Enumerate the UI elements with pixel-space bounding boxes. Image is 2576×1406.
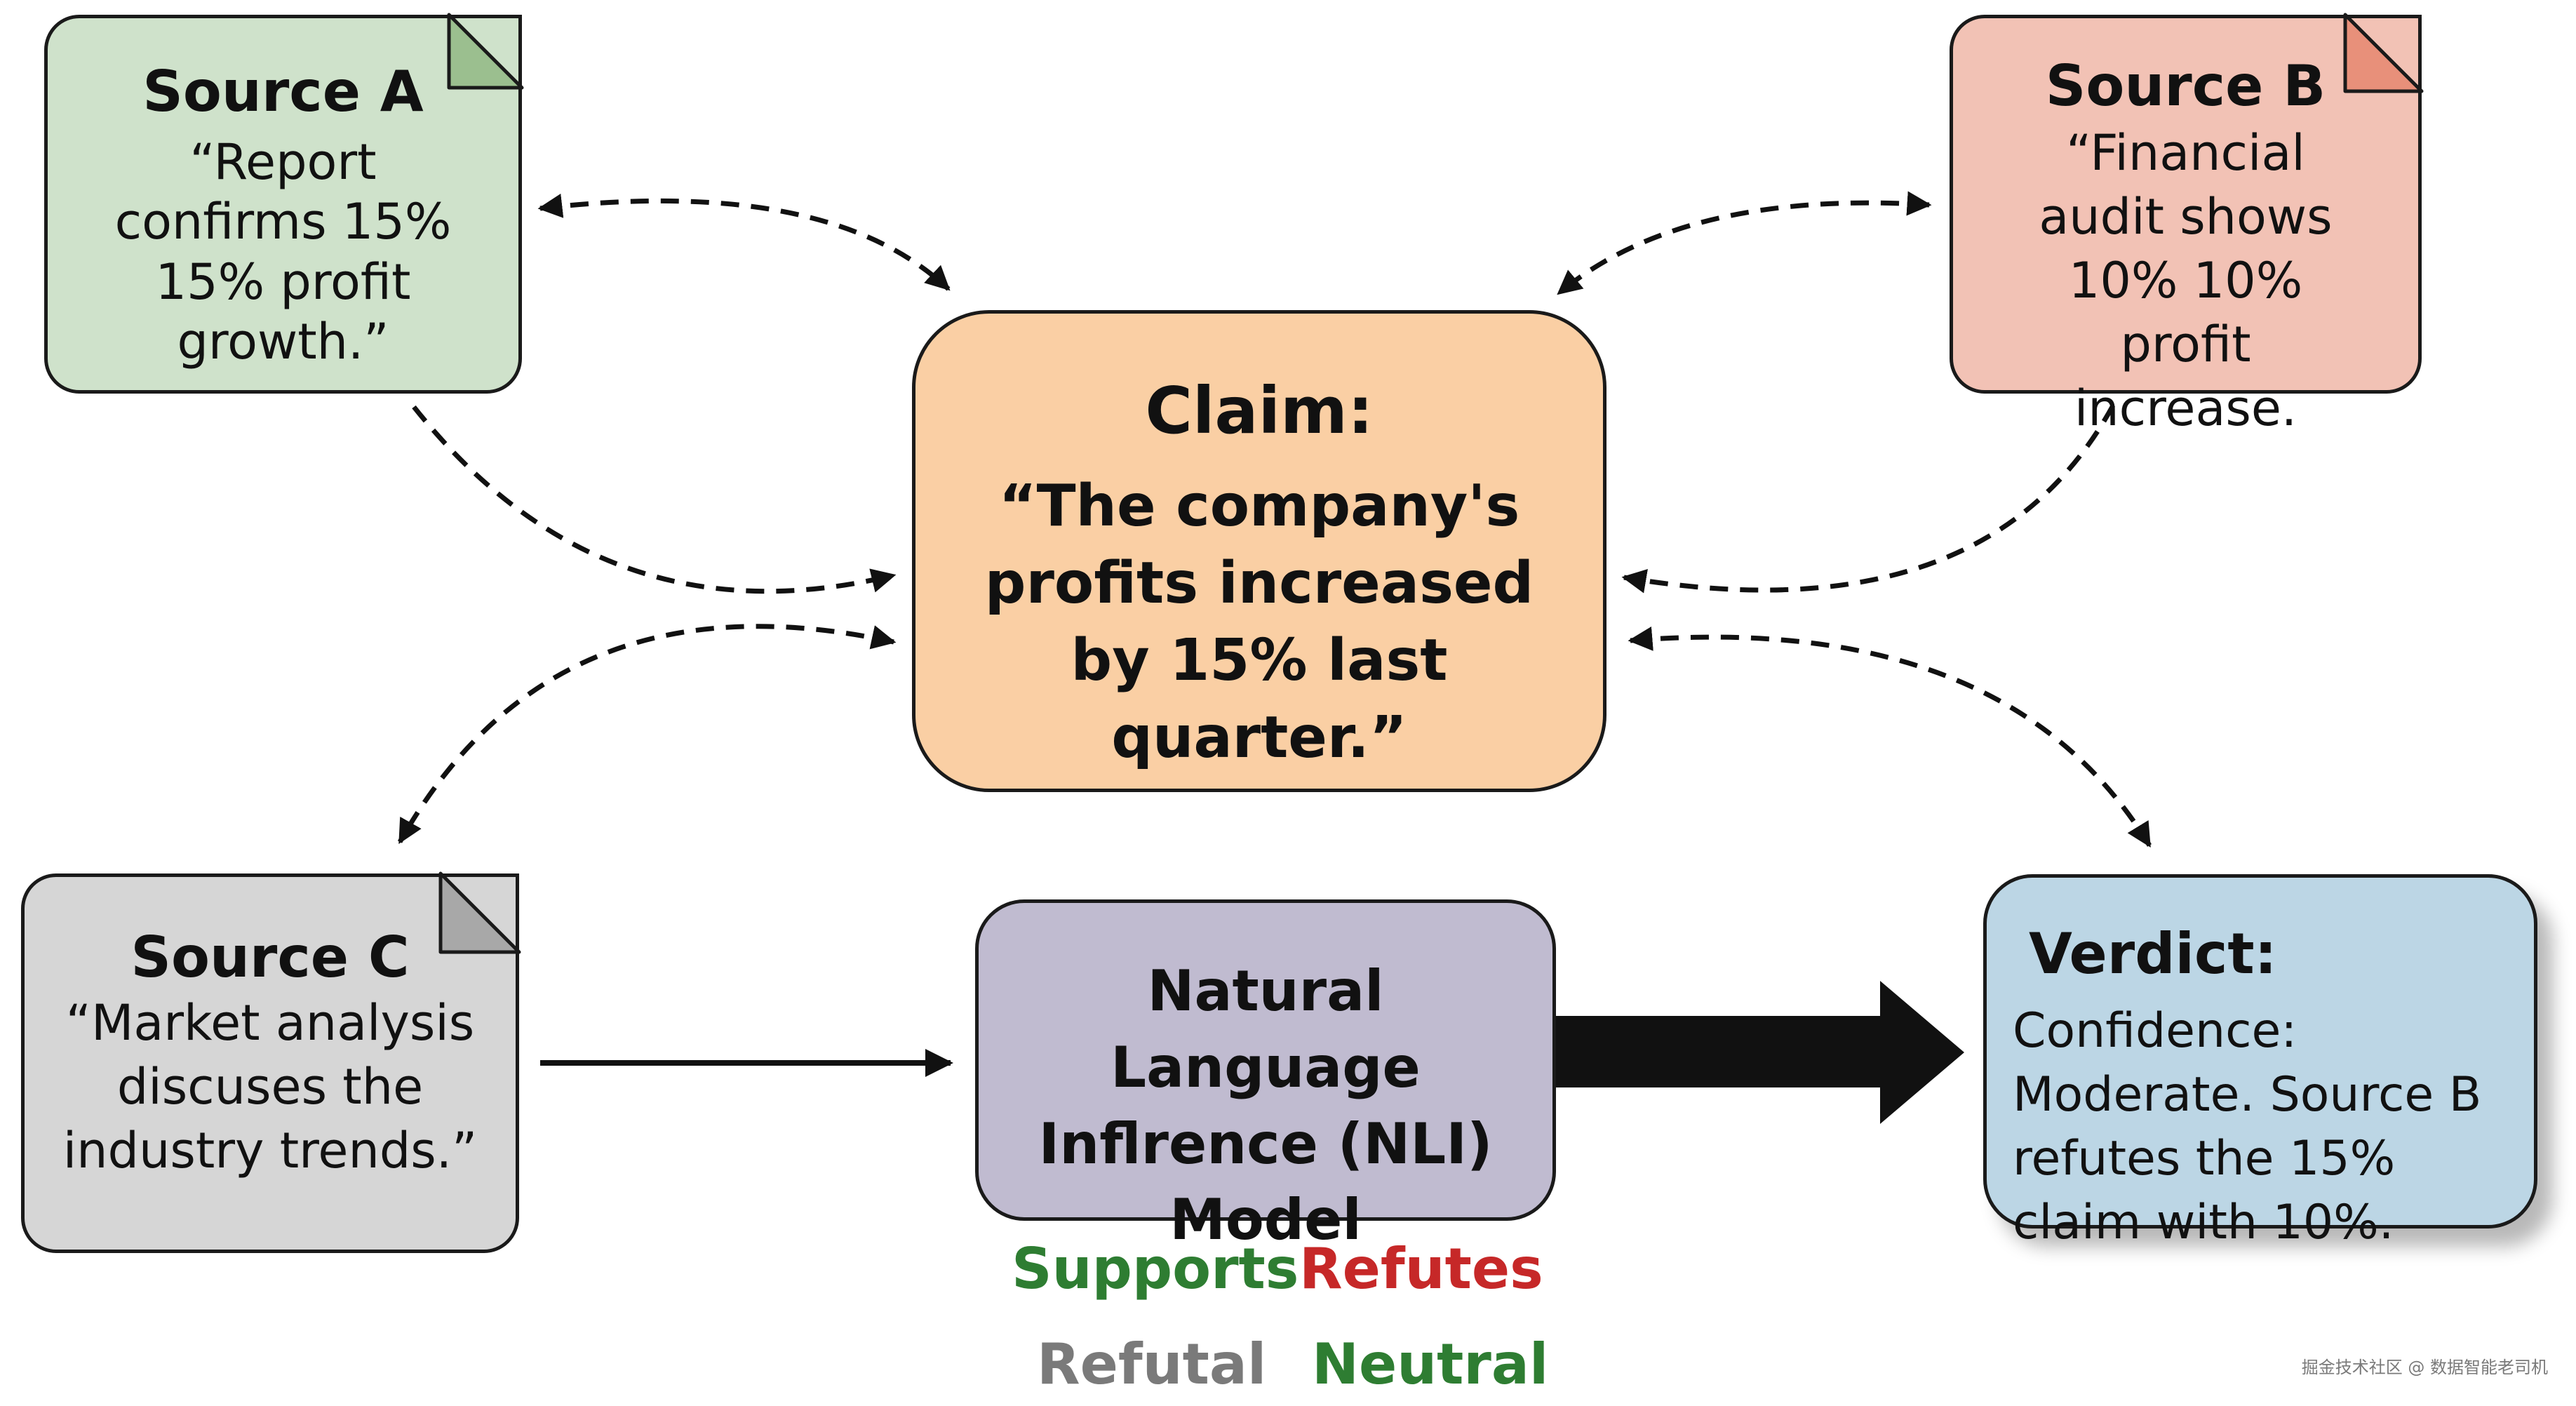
source-c-card: Source C “Market analysis discuses the i… xyxy=(21,873,519,1253)
neutral-label: Neutral xyxy=(1312,1332,1549,1397)
arrow-nli-to-verdict xyxy=(1552,981,1964,1124)
connector-source-b-claim-top xyxy=(1557,191,1932,295)
connector-claim-source-c xyxy=(397,624,897,845)
refutal-label: Refutal xyxy=(1037,1332,1267,1397)
source-b-title: Source B xyxy=(2045,53,2326,119)
source-b-fold xyxy=(2343,13,2424,93)
verdict-text: Confidence: Moderate. Source B refutes t… xyxy=(2013,1003,2482,1251)
source-b-card: Source B “Financial audit shows 10% 10% … xyxy=(1950,15,2422,437)
claim-quote: “The company's profits increased by 15% … xyxy=(984,473,1534,771)
connector-source-b-claim-side xyxy=(1621,404,2116,594)
source-a-fold xyxy=(447,13,524,90)
claim-box: Claim: “The company's profits increased … xyxy=(912,310,1606,792)
source-a-quote: “Report confirms 15% 15% profit growth.” xyxy=(114,133,452,371)
connector-claim-verdict xyxy=(1628,627,2152,848)
refutes-label: Refutes xyxy=(1299,1236,1543,1301)
verdict-title: Verdict: xyxy=(2029,921,2277,986)
source-a-card: Source A “Report confirms 15% 15% profit… xyxy=(44,15,522,394)
verdict-box: Verdict: Confidence: Moderate. Source B … xyxy=(1983,874,2537,1250)
nli-model-title: Natural Language Inflrence (NLI) Model xyxy=(1038,958,1493,1253)
source-c-fold xyxy=(438,871,521,954)
connector-source-a-claim-top xyxy=(537,194,951,291)
supports-label: Supports xyxy=(1012,1236,1299,1301)
claim-title: Claim: xyxy=(1145,373,1374,448)
nli-model-box: Natural Language Inflrence (NLI) Model xyxy=(975,899,1556,1252)
connector-source-a-claim-side xyxy=(412,405,897,594)
watermark: 掘金技术社区 @ 数据智能老司机 xyxy=(2301,1358,2548,1377)
source-a-title: Source A xyxy=(142,59,424,124)
source-c-quote: “Market analysis discuses the industry t… xyxy=(62,994,478,1179)
source-b-quote: “Financial audit shows 10% 10% profit in… xyxy=(2039,124,2333,437)
source-c-title: Source C xyxy=(130,925,410,990)
